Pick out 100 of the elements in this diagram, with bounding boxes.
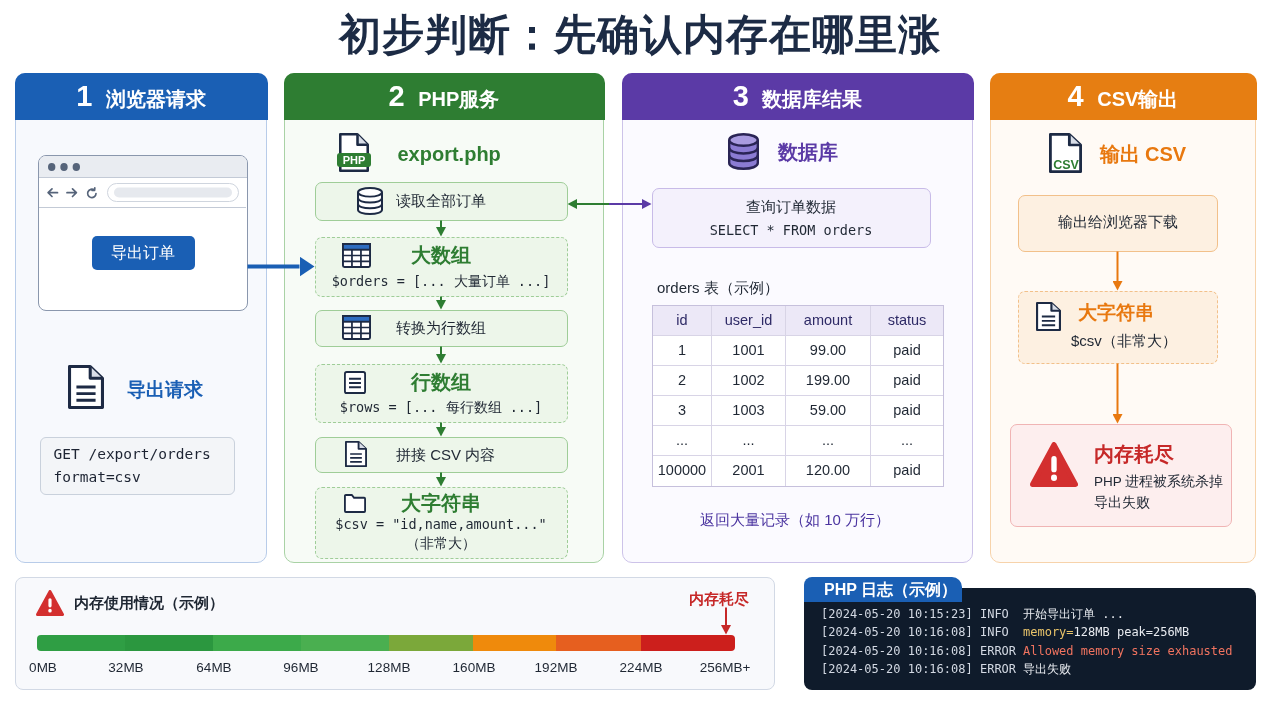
panel-heading: 2 PHP服务	[283, 72, 605, 120]
tick-label: 256MB+	[699, 659, 751, 677]
file-type-label: CSV	[1053, 157, 1079, 173]
data-box	[1017, 290, 1218, 364]
progress-bar	[36, 634, 735, 651]
panel-heading: 1 浏览器请求	[14, 72, 268, 120]
table-cell: 199.00	[786, 366, 871, 396]
data-box	[314, 486, 568, 559]
data-text: $csv（非常大）	[1071, 332, 1177, 350]
table-cell: ...	[786, 426, 871, 456]
log-message: 导出失败	[1023, 662, 1071, 677]
table-cell: 3	[653, 396, 712, 426]
file-badge: PHP	[337, 153, 371, 167]
panel-title: 内存使用情况（示例）	[73, 593, 224, 612]
table-cell-text: paid	[892, 461, 922, 480]
table-note: 返回大量记录（如 10 万行）	[700, 511, 890, 529]
table-cell: 99.00	[786, 336, 871, 366]
log-prefix: [2024-05-20 10:15:23] INFO	[821, 606, 1009, 622]
log-prefix: [2024-05-20 10:16:08] ERROR	[821, 643, 1017, 658]
arrow	[436, 471, 446, 487]
step-label: 查询订单数据	[746, 198, 836, 216]
panel-heading: 4 CSV输出	[989, 72, 1257, 120]
tick-label: 0MB	[29, 659, 57, 677]
title: 初步判断：先确认内存在哪里涨	[339, 10, 941, 60]
data-title: 大数组	[411, 243, 471, 267]
subheading: export.php	[397, 141, 501, 166]
arrow	[1112, 362, 1123, 424]
panel	[284, 73, 604, 563]
step-label: 拼接 CSV 内容	[396, 446, 496, 464]
code-snippet: $csv = "id,name,amount..."	[335, 515, 547, 533]
alert-box	[1009, 423, 1232, 527]
tick-label: 192MB	[534, 659, 578, 677]
arrow	[436, 345, 446, 364]
log-prefix: [2024-05-20 10:16:08] ERROR	[821, 662, 1017, 677]
arrow	[1112, 250, 1123, 291]
step-label: 转换为行数组	[396, 319, 486, 337]
step-label: 输出给浏览器下载	[1057, 213, 1178, 231]
tick-label: 224MB	[619, 659, 663, 677]
column-header: amount	[786, 306, 871, 336]
log-message: memory=128MB peak=256MB	[1023, 625, 1190, 640]
query-box	[651, 187, 931, 248]
process-box	[1017, 194, 1218, 252]
info-panel	[15, 577, 775, 690]
size-note: （非常大）	[406, 534, 476, 552]
tick-label: 128MB	[367, 659, 411, 677]
table-cell: 120.00	[786, 456, 871, 486]
column-header: id	[653, 306, 712, 336]
table-cell: 59.00	[786, 396, 871, 426]
process-box	[314, 181, 568, 221]
warning-label: 内存耗尽	[688, 589, 749, 608]
tick-label: 160MB	[452, 659, 496, 677]
arrow	[436, 421, 446, 437]
tick-label: 96MB	[283, 659, 319, 677]
step-label: 读取全部订单	[396, 192, 486, 210]
column-header: status	[871, 306, 943, 336]
tick-label: 32MB	[108, 659, 144, 677]
table-cell: paid	[871, 366, 943, 396]
arrow	[436, 219, 446, 237]
alert-text: PHP 进程被系统杀掉	[1094, 473, 1224, 491]
export-button: 导出订单	[91, 236, 195, 270]
data-box	[314, 236, 568, 297]
table-cell: 1002	[712, 366, 786, 396]
tick-label: 64MB	[196, 659, 232, 677]
table-cell: ...	[871, 426, 943, 456]
subheading: 数据库	[777, 139, 838, 164]
code-snippet: SELECT * FROM orders	[709, 221, 873, 239]
table-cell: 2	[653, 366, 712, 396]
table-cell: 1	[653, 336, 712, 366]
data-title: 行数组	[411, 370, 471, 394]
data-box	[314, 363, 568, 423]
arrow	[721, 606, 731, 635]
table-cell: 1003	[712, 396, 786, 426]
data-title: 大字符串	[401, 491, 481, 515]
table-cell: 100000	[653, 456, 712, 486]
arrow	[436, 295, 446, 310]
arrow	[247, 259, 315, 274]
table-caption: orders 表（示例）	[657, 279, 779, 297]
table-cell: 1001	[712, 336, 786, 366]
table-cell: 2001	[712, 456, 786, 486]
panel	[15, 73, 267, 563]
table-cell: ...	[712, 426, 786, 456]
table-cell: paid	[871, 336, 943, 366]
code-snippet: $orders = [... 大量订单 ...]	[331, 272, 551, 290]
browser-window	[37, 154, 248, 311]
panel	[990, 73, 1256, 563]
log-message: Allowed memory size exhausted	[1023, 643, 1233, 658]
table-cell: ...	[653, 426, 712, 456]
data-title: 大字符串	[1078, 301, 1154, 325]
subheading: 输出 CSV	[1099, 141, 1187, 166]
process-box	[314, 436, 568, 473]
column-header: user_id	[712, 306, 786, 336]
panel-heading: 3 数据库结果	[621, 72, 974, 120]
code-snippet: $rows = [... 每行数组 ...]	[339, 398, 543, 416]
log-message: 开始导出订单 ...	[1023, 606, 1124, 622]
double-arrow	[567, 199, 652, 209]
subheading: 导出请求	[126, 378, 203, 401]
code-box: GET /export/orders format=csv	[39, 436, 235, 495]
log-prefix: [2024-05-20 10:16:08] INFO	[821, 625, 1009, 640]
log-tab: PHP 日志（示例）	[804, 577, 962, 602]
process-box	[314, 309, 568, 347]
